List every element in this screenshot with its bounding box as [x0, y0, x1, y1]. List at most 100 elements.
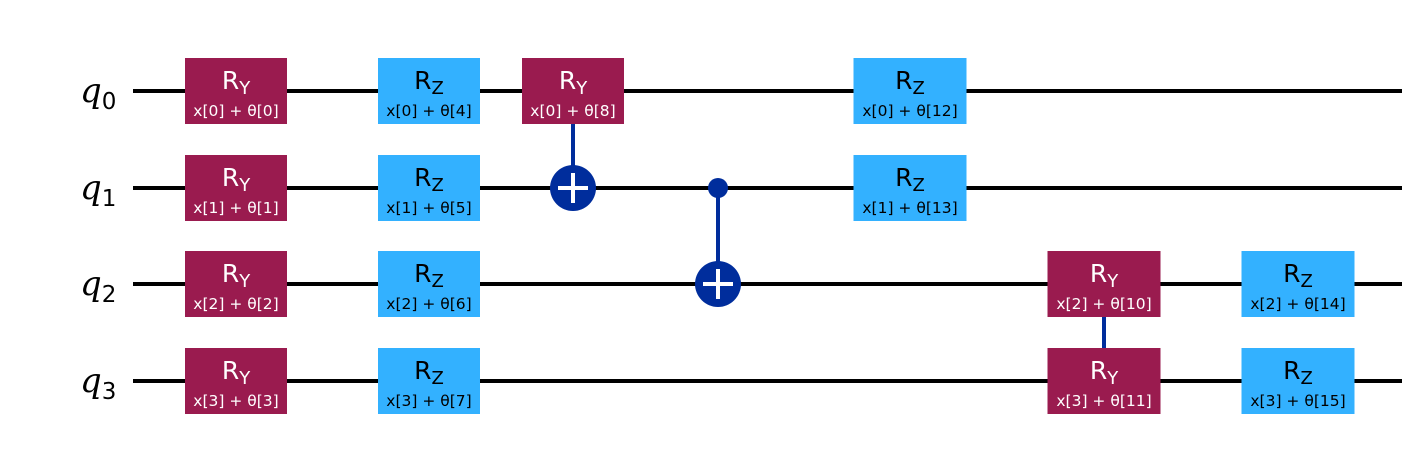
ry-gate: RYx[0] + θ[0] [185, 58, 287, 124]
gate-parameter: x[3] + θ[7] [386, 392, 471, 410]
qubit-label-name: q [80, 71, 102, 111]
gate-name-base: R [222, 66, 239, 95]
ry-gate: RYx[3] + θ[11] [1047, 348, 1161, 414]
gate-box [185, 155, 287, 221]
gate-name-base: R [222, 163, 239, 192]
gate-name-base: R [1090, 356, 1107, 385]
gate-parameter: x[2] + θ[2] [193, 295, 278, 313]
gate-name: RZ [1283, 259, 1313, 292]
gate-name: RZ [895, 163, 925, 196]
gate-name-subscript: Y [238, 271, 251, 292]
gate-name: RY [222, 66, 251, 99]
qubit-label-name: q [80, 168, 102, 208]
gate-name-subscript: Z [432, 271, 444, 292]
rz-gate: RZx[1] + θ[5] [378, 155, 480, 221]
gate-name: RY [222, 259, 251, 292]
gate-name-base: R [1283, 356, 1300, 385]
qubit-label-name: q [80, 361, 102, 401]
ry-gate: RYx[0] + θ[8] [522, 58, 624, 124]
gate-name-base: R [414, 259, 431, 288]
gate-name-subscript: Y [1106, 368, 1119, 389]
gate-name-base: R [559, 66, 576, 95]
gate-parameter: x[3] + θ[3] [193, 392, 278, 410]
qubit-label-index: 0 [102, 89, 117, 115]
gate-name-subscript: Z [432, 368, 444, 389]
gate-name-subscript: Z [432, 78, 444, 99]
gate-name: RY [222, 356, 251, 389]
gate-name-base: R [1283, 259, 1300, 288]
gate-name-subscript: Y [238, 175, 251, 196]
gate-name-subscript: Y [575, 78, 588, 99]
rz-gate: RZx[2] + θ[6] [378, 251, 480, 317]
gate-name-subscript: Y [238, 368, 251, 389]
gate-name-subscript: Z [913, 175, 925, 196]
gate-name-subscript: Z [1301, 271, 1313, 292]
qubit-label-index: 3 [102, 379, 117, 405]
qubit-label-index: 2 [102, 282, 117, 308]
rotation-gates: RYx[0] + θ[0]RYx[1] + θ[1]RYx[2] + θ[2]R… [185, 58, 1355, 414]
gate-name-subscript: Z [1301, 368, 1313, 389]
gate-name: RY [222, 163, 251, 196]
gate-name: RZ [414, 163, 444, 196]
ry-gate: RYx[2] + θ[2] [185, 251, 287, 317]
gate-box [378, 251, 480, 317]
gate-parameter: x[0] + θ[12] [862, 102, 957, 120]
qubit-wires [133, 89, 1402, 383]
gate-box [185, 348, 287, 414]
rz-gate: RZ x[0] + θ[12] [853, 58, 967, 124]
ry-gate: RYx[1] + θ[1] [185, 155, 287, 221]
gate-name-base: R [222, 259, 239, 288]
ry-gate: RYx[2] + θ[10] [1047, 251, 1161, 317]
gate-name: RY [559, 66, 588, 99]
qubit-label-2: q2 [80, 264, 116, 308]
gate-parameter: x[2] + θ[14] [1250, 295, 1345, 313]
gate-parameter: x[3] + θ[15] [1250, 392, 1345, 410]
qubit-label-1: q1 [80, 168, 116, 212]
cnot-gate [695, 178, 741, 307]
gate-name: RZ [414, 356, 444, 389]
gate-name-subscript: Y [238, 78, 251, 99]
gate-box [185, 58, 287, 124]
gate-name-base: R [414, 356, 431, 385]
gate-name-base: R [1090, 259, 1107, 288]
gate-parameter: x[2] + θ[10] [1056, 295, 1151, 313]
gate-name-base: R [414, 163, 431, 192]
gate-name: RZ [414, 259, 444, 292]
gate-name-base: R [895, 66, 912, 95]
gate-parameter: x[3] + θ[11] [1056, 392, 1151, 410]
gate-parameter: x[2] + θ[6] [386, 295, 471, 313]
gate-box [1241, 251, 1355, 317]
rz-gate: RZ x[1] + θ[13] [853, 155, 967, 221]
gate-box [853, 155, 967, 221]
gate-name: RZ [1283, 356, 1313, 389]
gate-parameter: x[1] + θ[5] [386, 199, 471, 217]
gate-parameter: x[0] + θ[0] [193, 102, 278, 120]
rz-gate: RZx[2] + θ[14] [1241, 251, 1355, 317]
rz-gate: RZx[0] + θ[4] [378, 58, 480, 124]
gate-box [853, 58, 967, 124]
gate-name-base: R [222, 356, 239, 385]
ry-gate: RYx[3] + θ[3] [185, 348, 287, 414]
gate-name-base: R [414, 66, 431, 95]
gate-name-subscript: Z [432, 175, 444, 196]
gate-box [1241, 348, 1355, 414]
cnot-control-dot [708, 178, 728, 198]
gate-box [1047, 348, 1161, 414]
cnot-gates [550, 81, 1127, 404]
gate-name: RY [1090, 356, 1119, 389]
rz-gate: RZx[3] + θ[7] [378, 348, 480, 414]
gate-parameter: x[1] + θ[13] [862, 199, 957, 217]
gate-name-subscript: Y [1106, 271, 1119, 292]
gate-parameter: x[0] + θ[4] [386, 102, 471, 120]
gate-name: RY [1090, 259, 1119, 292]
gate-box [378, 348, 480, 414]
gate-box [1047, 251, 1161, 317]
qubit-label-3: q3 [80, 361, 116, 405]
gate-name: RZ [895, 66, 925, 99]
gate-parameter: x[1] + θ[1] [193, 199, 278, 217]
gate-name: RZ [414, 66, 444, 99]
gate-box [185, 251, 287, 317]
qubit-label-index: 1 [102, 186, 117, 212]
